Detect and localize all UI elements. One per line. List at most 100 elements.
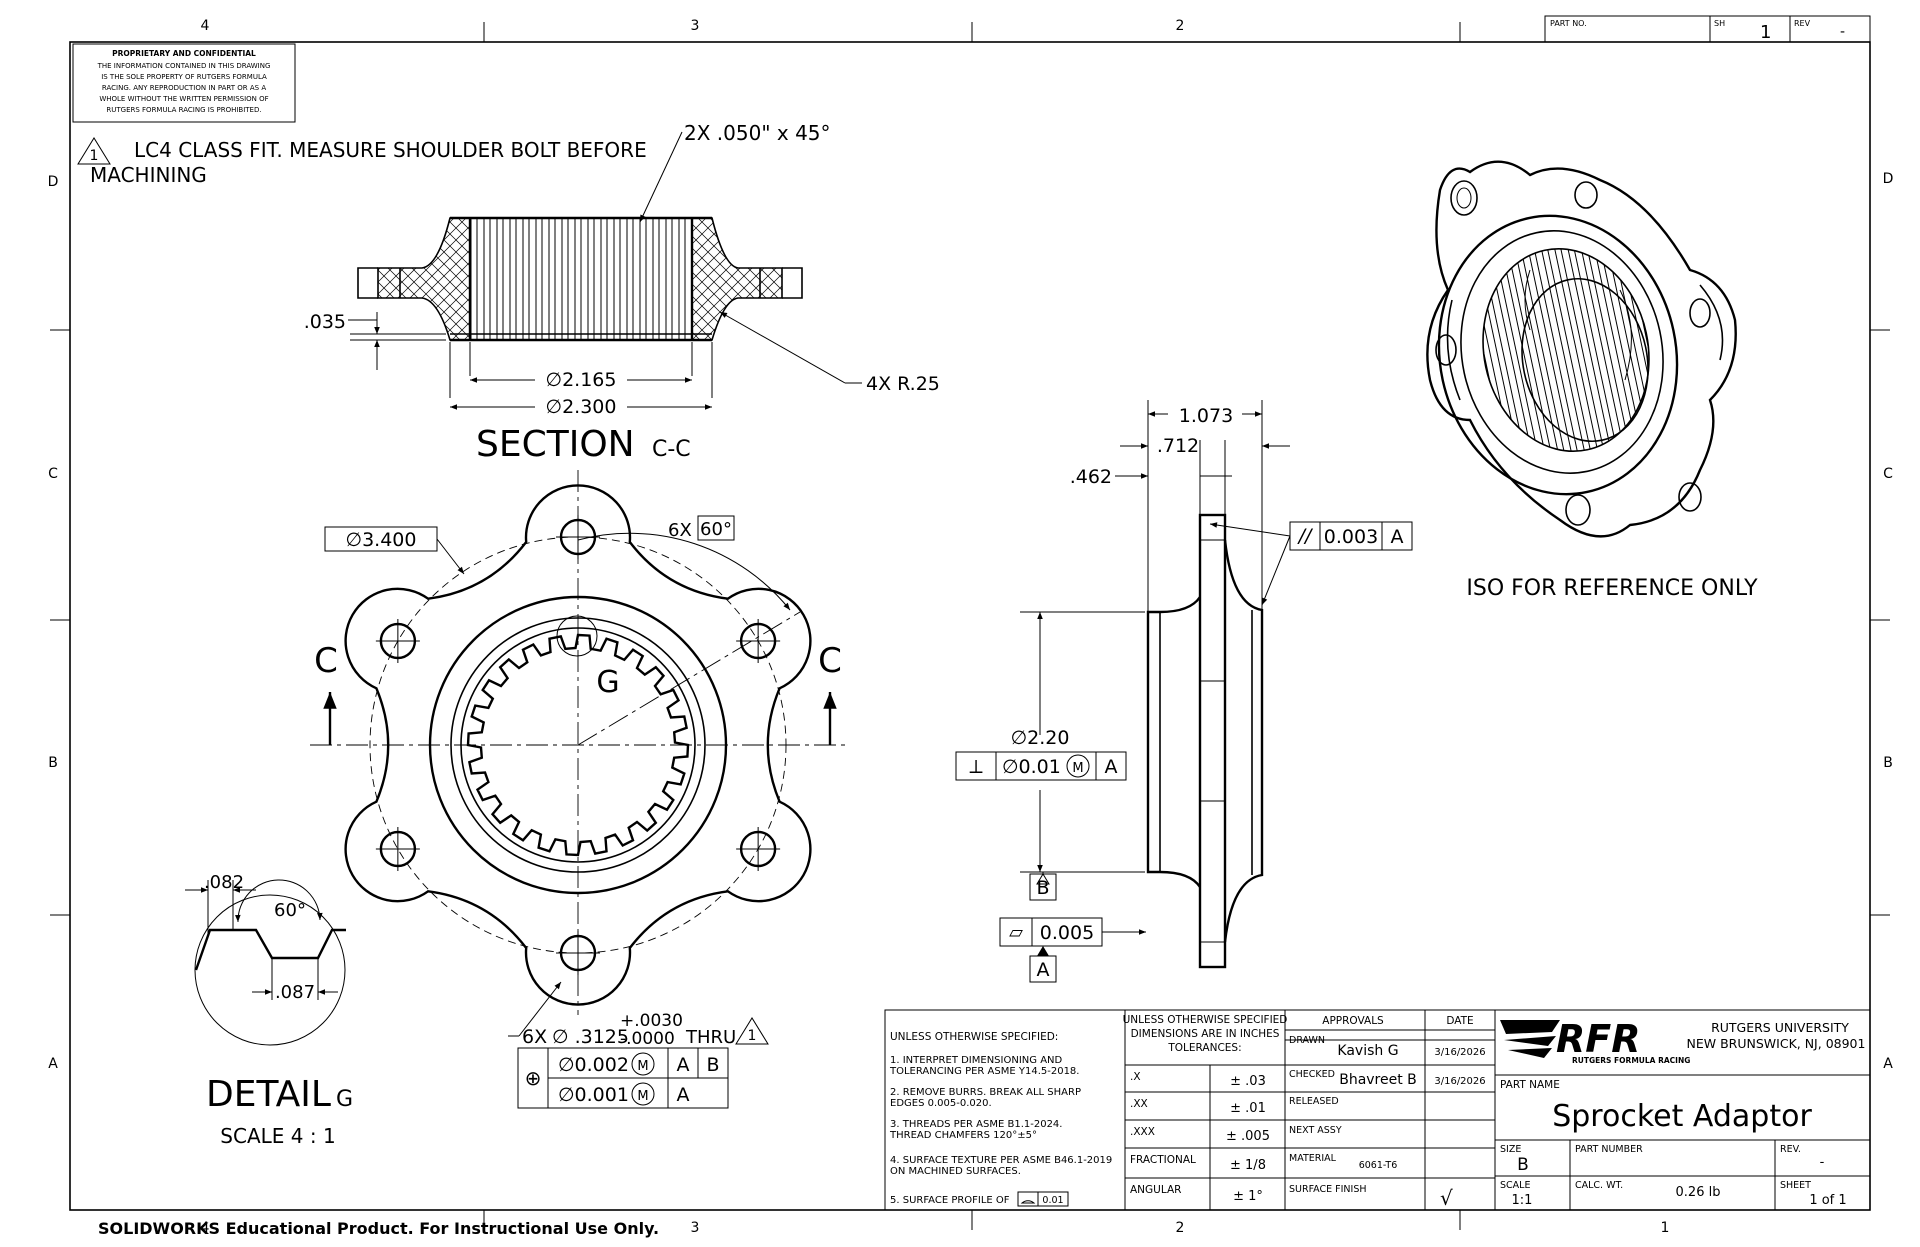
rev-value: - [1820, 1155, 1825, 1170]
sheet-value: 1 of 1 [1809, 1193, 1846, 1208]
material-label: MATERIAL [1289, 1153, 1337, 1164]
fcf-row2-datum-a: A [677, 1084, 690, 1106]
perpendicularity-frame: ⟂ ∅0.01 M A [955, 751, 1127, 781]
section-view: ∅2.165 ∅2.300 .035 2X .050" x 45° 4X R.2… [304, 121, 940, 465]
datum-b: B [1036, 877, 1049, 899]
part-name-label: PART NAME [1500, 1079, 1560, 1091]
dim-bolt-circle: ∅3.400 [346, 529, 417, 551]
tol-label-xxx: .XXX [1130, 1126, 1155, 1138]
fcf-position-symbol: ⊕ [525, 1066, 542, 1090]
proprietary-line-4: WHOLE WITHOUT THE WRITTEN PERMISSION OF [99, 95, 268, 103]
tol-value-angular: ± 1° [1233, 1189, 1263, 1204]
iso-caption: ISO FOR REFERENCE ONLY [1466, 576, 1758, 601]
tol-value-fractional: ± 1/8 [1230, 1158, 1266, 1173]
section-title-suffix: C-C [652, 437, 691, 462]
perp-datum: A [1105, 756, 1118, 778]
bolt-hole-centermark [375, 827, 420, 871]
rev-label-top: REV [1794, 19, 1811, 28]
flange-outline [344, 484, 812, 1006]
side-view: 1.073 .712 .462 // 0.003 A ∅2.20 ⟂ ∅0.01… [955, 400, 1413, 983]
proprietary-line-2: IS THE SOLE PROPERTY OF RUTGERS FORMULA [101, 73, 267, 81]
size-label: SIZE [1500, 1144, 1521, 1155]
note-5: 5. SURFACE PROFILE OF [890, 1195, 1010, 1206]
dim-dia-2165: ∅2.165 [546, 369, 617, 391]
fcf-row1-value: ∅0.002 [558, 1054, 629, 1076]
educational-watermark: SOLIDWORKS Educational Product. For Inst… [98, 1219, 659, 1238]
sh-label: SH [1714, 19, 1725, 28]
flag-note-line-2: MACHINING [90, 163, 207, 187]
dim-pitch: .082 [204, 872, 244, 893]
zone-col-2-bottom: 2 [1176, 1220, 1185, 1236]
dim-radius: 4X R.25 [866, 373, 940, 395]
fcf-row1-datum-b: B [706, 1054, 719, 1076]
logo-subtext: RUTGERS FORMULA RACING [1572, 1056, 1690, 1065]
tol-label-fractional: FRACTIONAL [1130, 1154, 1196, 1166]
tol-header-3: TOLERANCES: [1167, 1042, 1241, 1054]
fcf-row2-value: ∅0.001 [558, 1084, 629, 1106]
flag-note-line-1: LC4 CLASS FIT. MEASURE SHOULDER BOLT BEF… [134, 138, 647, 162]
logo-text: RFR [1556, 1017, 1640, 1061]
next-assy-label: NEXT ASSY [1289, 1125, 1342, 1136]
proprietary-line-3: RACING. ANY REPRODUCTION IN PART OR AS A [102, 84, 266, 92]
datum-a: A [1037, 959, 1050, 981]
note-4b: ON MACHINED SURFACES. [890, 1166, 1021, 1177]
checked-label: CHECKED [1289, 1069, 1335, 1080]
note-3b: THREAD CHAMFERS 120°±5° [889, 1130, 1037, 1141]
calc-wt-value: 0.26 lb [1676, 1185, 1721, 1200]
detail-scale: SCALE 4 : 1 [220, 1124, 335, 1148]
iso-view: ISO FOR REFERENCE ONLY [1426, 160, 1758, 601]
part-number-box: PART NO. SH 1 REV - [1544, 15, 1871, 43]
position-tolerance-frame: ⊕ ∅0.002 M A B ∅0.001 M A [517, 1047, 729, 1109]
note-4a: 4. SURFACE TEXTURE PER ASME B46.1-2019 [890, 1155, 1112, 1166]
zone-row-b-right: B [1883, 755, 1893, 771]
sheet-label: SHEET [1780, 1180, 1811, 1191]
bolt-hole-centermark [736, 619, 781, 663]
parallel-value: 0.003 [1324, 526, 1378, 548]
notes-header: UNLESS OTHERWISE SPECIFIED: [890, 1031, 1058, 1043]
detail-view: .082 60° .087 DETAIL G SCALE 4 : 1 [185, 872, 353, 1148]
dim-tooth-width: .087 [275, 982, 315, 1003]
zone-row-a-right: A [1883, 1056, 1893, 1072]
dim-angle-count: 6X [668, 520, 692, 541]
scale-value: 1:1 [1512, 1193, 1533, 1208]
section-marker-left: C [314, 641, 338, 681]
dim-angle-value: 60° [700, 519, 732, 540]
perp-value: ∅0.01 [1002, 756, 1061, 778]
surface-finish-label: SURFACE FINISH [1289, 1184, 1367, 1195]
tol-label-angular: ANGULAR [1130, 1184, 1181, 1196]
rfr-logo: RFR RUTGERS FORMULA RACING [1500, 1017, 1690, 1065]
proprietary-line-5: RUTGERS FORMULA RACING IS PROHIBITED. [106, 106, 261, 114]
tol-value-xxx: ± .005 [1226, 1129, 1270, 1144]
sh-value: 1 [1760, 22, 1771, 43]
hole-count: 6X [522, 1026, 547, 1048]
drawn-name: Kavish G [1337, 1043, 1398, 1059]
zone-row-b-left: B [48, 755, 58, 771]
note-3a: 3. THREADS PER ASME B1.1-2024. [890, 1119, 1062, 1130]
fcf-row1-mod: M [637, 1059, 648, 1074]
note-1b: TOLERANCING PER ASME Y14.5-2018. [889, 1066, 1079, 1077]
rev-value-top: - [1840, 24, 1845, 40]
note-2a: 2. REMOVE BURRS. BREAK ALL SHARP [890, 1087, 1081, 1098]
checked-name: Bhavreet B [1339, 1072, 1417, 1088]
flatness-symbol: ▱ [1009, 922, 1023, 943]
approvals-header: APPROVALS [1322, 1015, 1384, 1027]
zone-row-d-left: D [48, 174, 59, 190]
spline-teeth [466, 633, 690, 857]
part-no-label: PART NO. [1550, 19, 1587, 28]
zone-row-d-right: D [1883, 171, 1894, 187]
tol-label-x: .X [1130, 1071, 1141, 1083]
zone-row-c-right: C [1883, 466, 1893, 482]
dim-dia-2300: ∅2.300 [546, 396, 617, 418]
front-view: G C C ∅3.400 6X 60° 6X ∅ .3125 +.0030 -.… [310, 470, 846, 1109]
zone-col-1-bottom: 1 [1661, 1220, 1670, 1236]
dim-left-width: .462 [1070, 466, 1112, 488]
detail-title-suffix: G [336, 1087, 353, 1112]
tol-value-x: ± .03 [1230, 1074, 1266, 1089]
calc-wt-label: CALC. WT. [1575, 1180, 1623, 1191]
zone-col-3-bottom: 3 [691, 1220, 700, 1236]
surface-finish-mark: √ [1440, 1186, 1453, 1210]
perp-symbol: ⟂ [969, 754, 983, 778]
proprietary-notice: PROPRIETARY AND CONFIDENTIAL THE INFORMA… [72, 43, 296, 123]
fcf-row1-datum-a: A [677, 1054, 690, 1076]
